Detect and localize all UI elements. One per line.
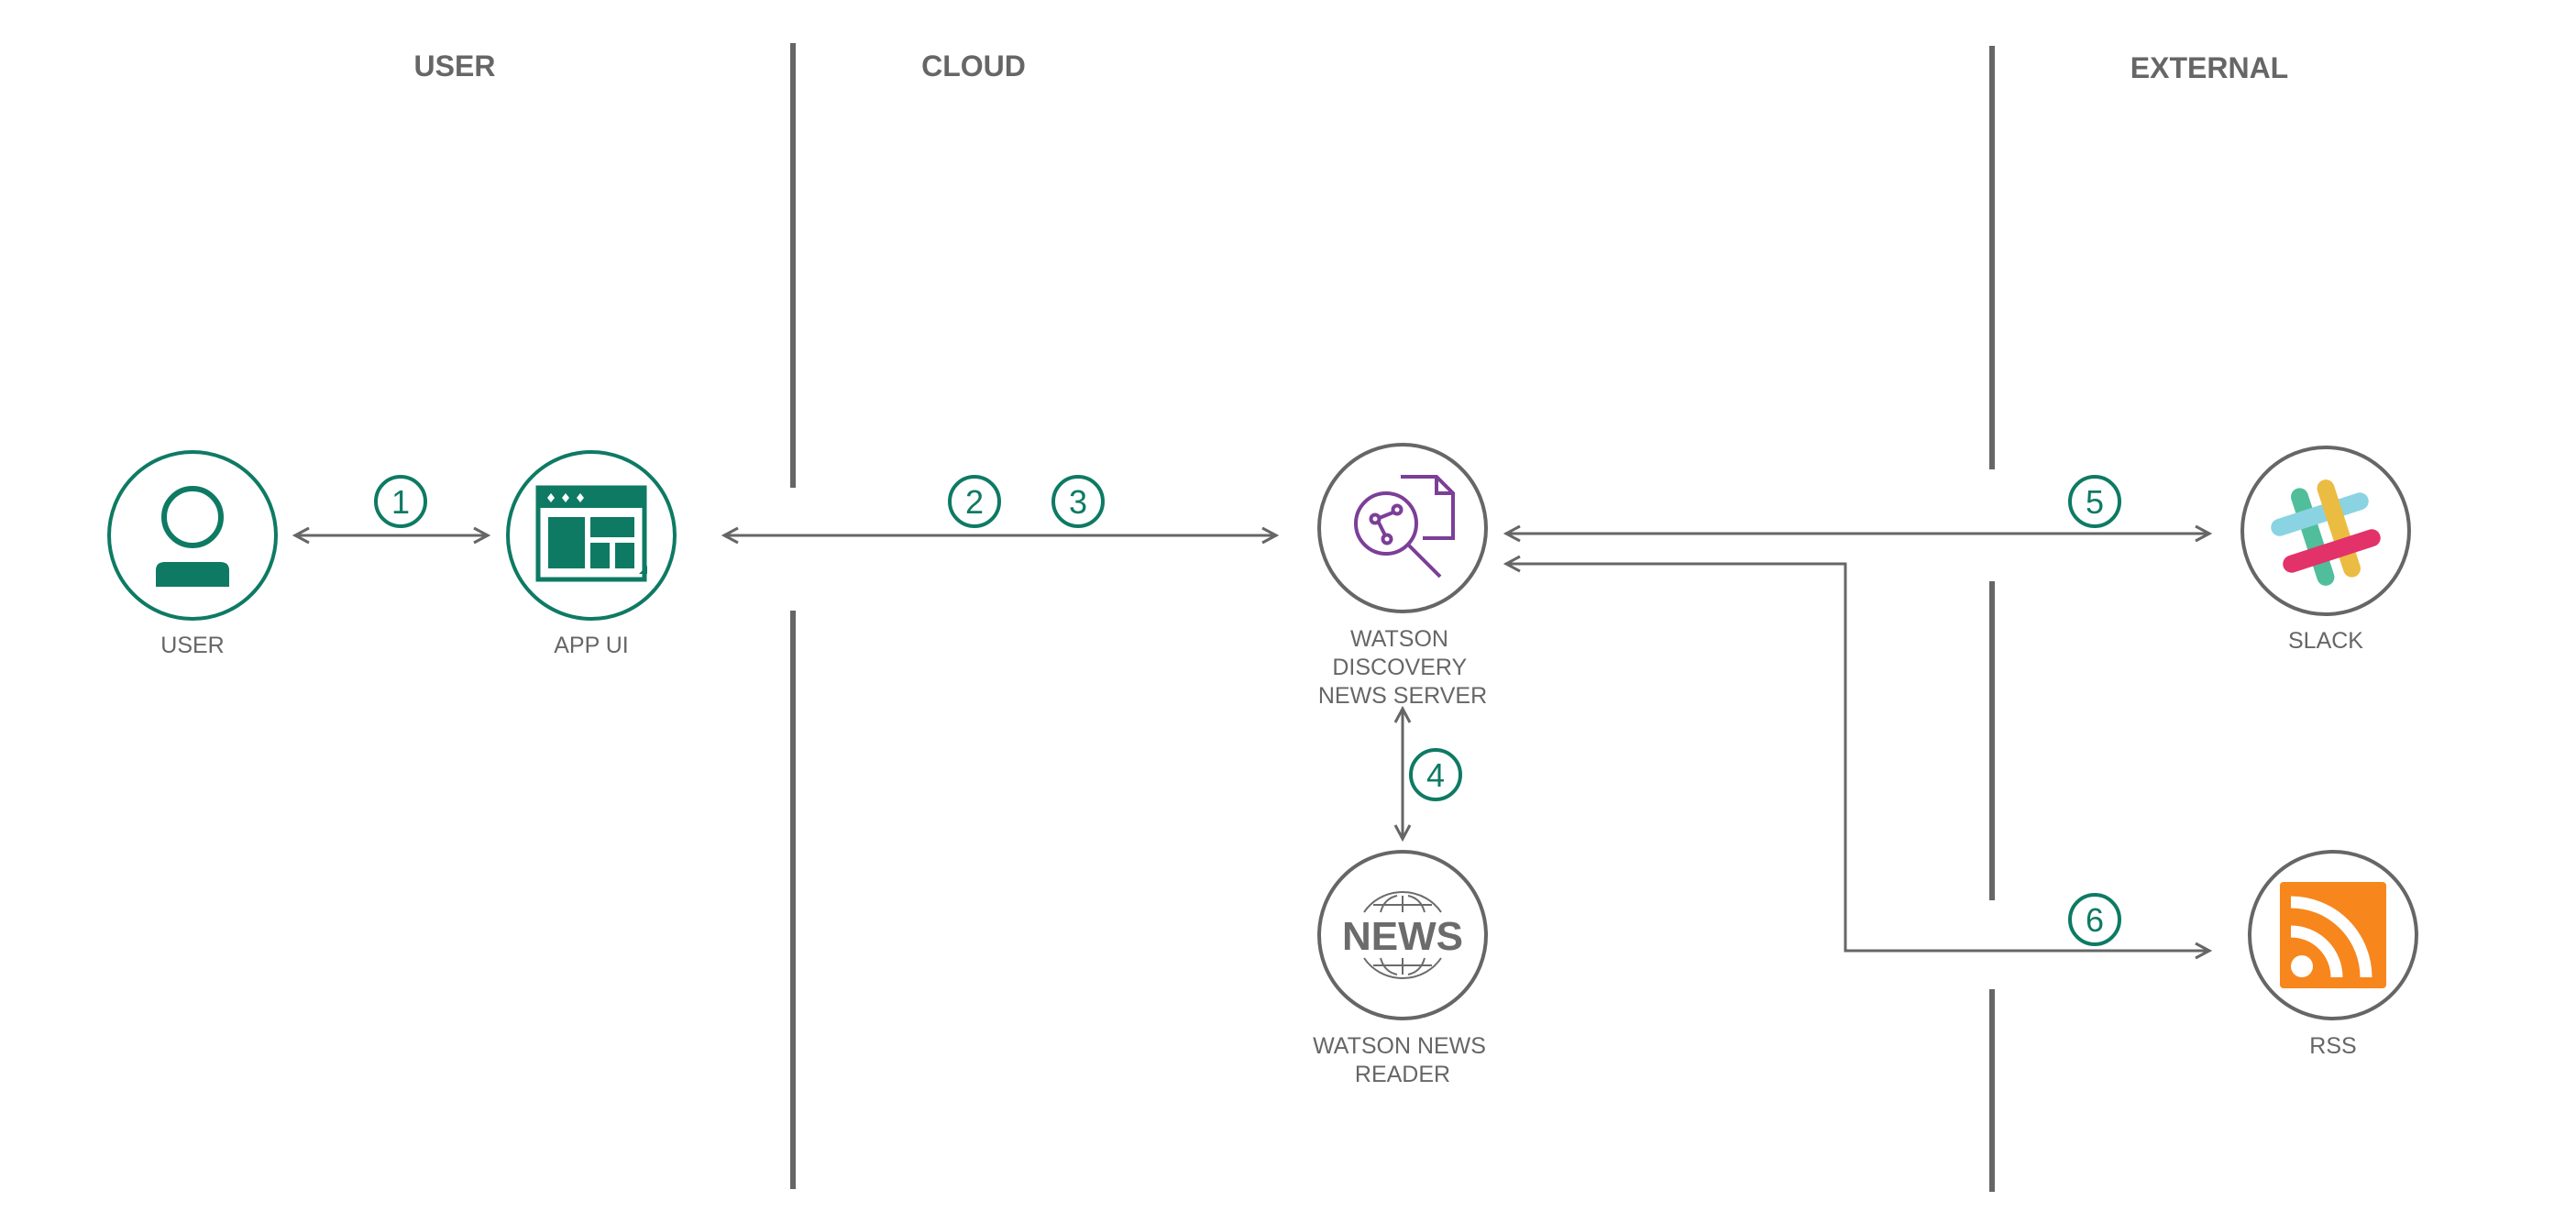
rss-icon	[2280, 882, 2386, 988]
discovery-node: WATSON DISCOVERY NEWS SERVER	[1317, 443, 1488, 709]
step-badge: 5	[2068, 475, 2121, 528]
person-icon	[156, 486, 229, 587]
step-badge: 3	[1051, 475, 1105, 528]
node-label-news-reader: WATSON NEWS READER	[1313, 1033, 1492, 1087]
slack-node: SLACK	[2240, 446, 2411, 654]
slack-logo-icon	[2271, 479, 2381, 586]
rss-node: RSS	[2248, 850, 2418, 1059]
step-badge: 2	[948, 475, 1001, 528]
node-label-line: NEWS SERVER	[1318, 683, 1487, 709]
node-label-slack: SLACK	[2288, 628, 2363, 654]
step-number: 4	[1426, 756, 1445, 794]
node-label-discovery: WATSON DISCOVERY NEWS SERVER	[1318, 626, 1487, 709]
node-label-line: WATSON	[1350, 626, 1448, 652]
section-title-external: EXTERNAL	[2130, 51, 2288, 84]
node-label-line: DISCOVERY	[1332, 655, 1467, 680]
step-number: 2	[965, 483, 984, 521]
discovery-search-icon	[1354, 475, 1455, 578]
step-number: 6	[2086, 901, 2104, 939]
news-globe-icon: NEWS	[1342, 891, 1463, 979]
node-label-line: READER	[1355, 1062, 1450, 1087]
app-window-icon	[535, 485, 647, 582]
app-ui-node: APP UI	[506, 450, 677, 658]
node-label-line: WATSON NEWS	[1313, 1033, 1486, 1059]
section-title-user: USER	[414, 50, 496, 83]
step-number: 3	[1069, 483, 1087, 521]
step-badge: 1	[374, 475, 427, 528]
node-label-user: USER	[160, 633, 224, 658]
news-reader-node: NEWS WATSON NEWS READER	[1313, 850, 1492, 1087]
news-icon-text: NEWS	[1342, 914, 1463, 959]
user-node: USER	[107, 450, 278, 658]
arrow-discovery-rss	[1506, 564, 2209, 951]
step-badge: 6	[2068, 893, 2121, 946]
step-badge: 4	[1409, 748, 1462, 801]
section-title-cloud: CLOUD	[921, 50, 1026, 83]
step-number: 5	[2086, 483, 2104, 521]
node-label-app-ui: APP UI	[554, 633, 629, 658]
step-number: 1	[391, 483, 410, 521]
node-label-rss: RSS	[2309, 1033, 2356, 1059]
